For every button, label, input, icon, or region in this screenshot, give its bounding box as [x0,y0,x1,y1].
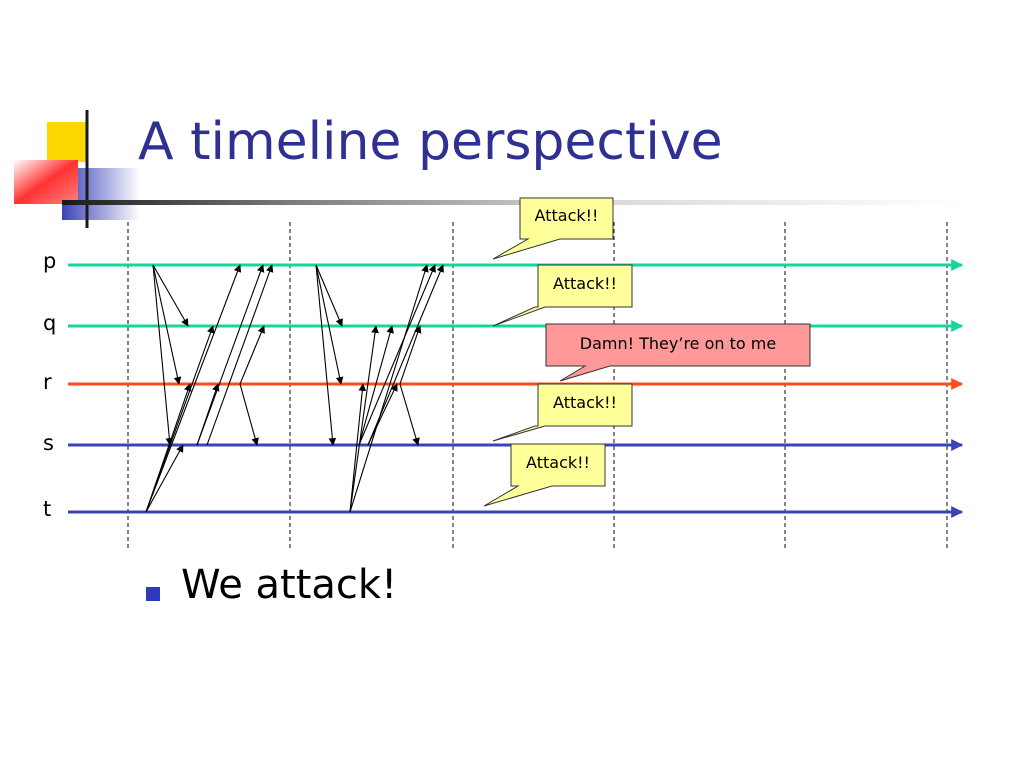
callout-s [492,383,633,442]
logo-red-square [14,160,78,204]
slide-logo [14,110,140,228]
message-arrow [145,264,242,513]
callout-t-text: Attack!! [526,453,590,472]
callout-p-text: Attack!! [534,206,599,225]
message-arrow [358,325,394,446]
message-arrow [152,264,174,446]
message-arrow [315,264,343,327]
bullet-marker [146,587,160,601]
process-label-s: s [43,431,54,455]
message-arrow [349,383,367,513]
message-arrow [196,383,220,446]
message-arrow [145,444,184,513]
message-arrow [367,383,398,446]
message-arrow [367,264,444,446]
bullet-text: We attack! [181,562,398,608]
message-arrow [349,264,429,513]
message-arrow [206,264,274,446]
message-arrow [399,383,420,446]
message-arrow [358,264,436,446]
process-label-p: p [43,249,57,273]
message-arrow [152,264,182,385]
process-label-q: q [43,311,57,335]
callout-q-text: Attack!! [553,274,617,293]
message-arrow [315,264,337,446]
message-arrow [399,325,422,385]
callout-r-text: Damn! They’re on to me [579,334,777,353]
process-label-r: r [43,370,52,394]
callout-t [483,443,606,507]
callout-s-text: Attack!! [553,393,617,412]
message-arrow [145,383,192,513]
title-underline [62,200,962,205]
slide-title: A timeline perspective [138,112,723,172]
message-arrow [349,325,379,513]
messages-round-2 [315,264,444,513]
message-arrow [315,264,344,385]
logo-yellow-square [47,122,87,162]
callout-q [492,264,633,327]
messages-round-1 [145,264,274,513]
callout-p [492,197,614,260]
callout-r [545,323,811,382]
process-label-t: t [43,497,52,521]
message-arrow [239,383,259,446]
message-arrow [152,264,189,327]
message-arrow [239,325,265,385]
message-arrow [196,264,265,446]
